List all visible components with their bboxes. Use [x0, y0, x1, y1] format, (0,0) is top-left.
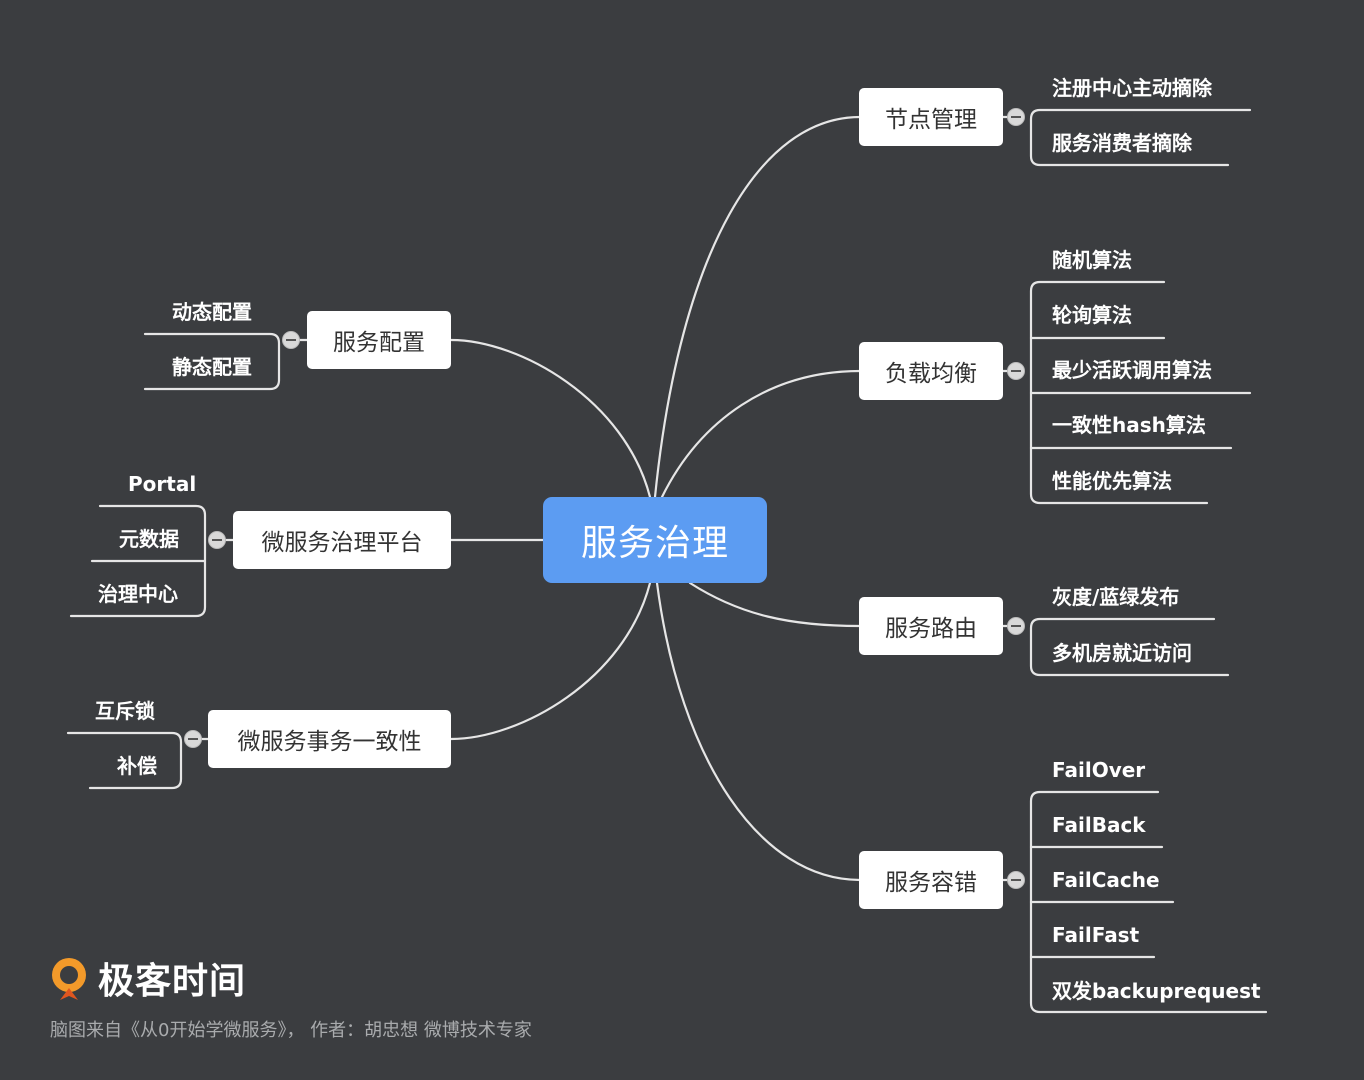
edge-root-load-balance	[660, 369, 862, 499]
leaf-governance-center[interactable]: 治理中心	[98, 582, 178, 606]
branch-fault-tolerance[interactable]: 服务容错	[859, 851, 1003, 909]
leaf-failfast[interactable]: FailFast	[1052, 923, 1140, 947]
leaf-mutex-lock[interactable]: 互斥锁	[95, 699, 155, 723]
leaf-failback[interactable]: FailBack	[1052, 813, 1146, 837]
leaf-consumer-removal[interactable]: 服务消费者摘除	[1052, 131, 1192, 155]
leaf-backup-request[interactable]: 双发backuprequest	[1052, 979, 1261, 1003]
collapse-toggle-transaction-consistency[interactable]	[184, 730, 202, 748]
brand-logo: 极客时间	[48, 952, 246, 1004]
branch-governance-platform[interactable]: 微服务治理平台	[233, 511, 451, 569]
edge-root-node-mgmt	[653, 115, 862, 499]
collapse-toggle-service-routing[interactable]	[1007, 617, 1025, 635]
collapse-toggle-fault-tolerance[interactable]	[1007, 871, 1025, 889]
leaf-failover[interactable]: FailOver	[1052, 758, 1146, 782]
leaf-gray-release[interactable]: 灰度/蓝绿发布	[1052, 585, 1180, 609]
source-credit: 脑图来自《从0开始学微服务》， 作者：胡忠想 微博技术专家	[50, 1020, 532, 1041]
edge-root-routing	[688, 581, 862, 628]
edge-root-transaction	[449, 581, 652, 741]
collapse-toggle-load-balance[interactable]	[1007, 362, 1025, 380]
brand-name: 极客时间	[98, 961, 247, 1002]
leaf-nearby-access[interactable]: 多机房就近访问	[1052, 641, 1192, 665]
edge-root-fault	[655, 581, 862, 882]
branch-transaction-consistency[interactable]: 微服务事务一致性	[208, 710, 451, 768]
leaf-static-config[interactable]: 静态配置	[172, 355, 252, 379]
leaf-consistent-hash[interactable]: 一致性hash算法	[1052, 413, 1206, 437]
branch-service-config[interactable]: 服务配置	[307, 311, 451, 369]
collapse-toggle-node-management[interactable]	[1007, 108, 1025, 126]
branch-node-management[interactable]: 节点管理	[859, 88, 1003, 146]
leaf-round-robin[interactable]: 轮询算法	[1052, 303, 1132, 327]
geektime-logo-icon	[52, 958, 86, 1000]
root-node[interactable]: 服务治理	[543, 497, 767, 583]
leaf-dynamic-config[interactable]: 动态配置	[172, 300, 252, 324]
collapse-toggle-governance-platform[interactable]	[208, 531, 226, 549]
branch-service-routing[interactable]: 服务路由	[859, 597, 1003, 655]
leaf-random[interactable]: 随机算法	[1052, 248, 1132, 272]
leaf-portal[interactable]: Portal	[128, 472, 197, 496]
leaf-failcache[interactable]: FailCache	[1052, 868, 1160, 892]
leaf-registry-removal[interactable]: 注册中心主动摘除	[1052, 76, 1212, 100]
branch-load-balance[interactable]: 负载均衡	[859, 342, 1003, 400]
leaf-performance-first[interactable]: 性能优先算法	[1052, 469, 1172, 493]
leaf-metadata[interactable]: 元数据	[119, 527, 179, 551]
leaf-least-active[interactable]: 最少活跃调用算法	[1052, 358, 1212, 382]
edge-root-config	[449, 338, 652, 499]
collapse-toggle-service-config[interactable]	[282, 331, 300, 349]
leaf-compensation[interactable]: 补偿	[117, 754, 157, 778]
